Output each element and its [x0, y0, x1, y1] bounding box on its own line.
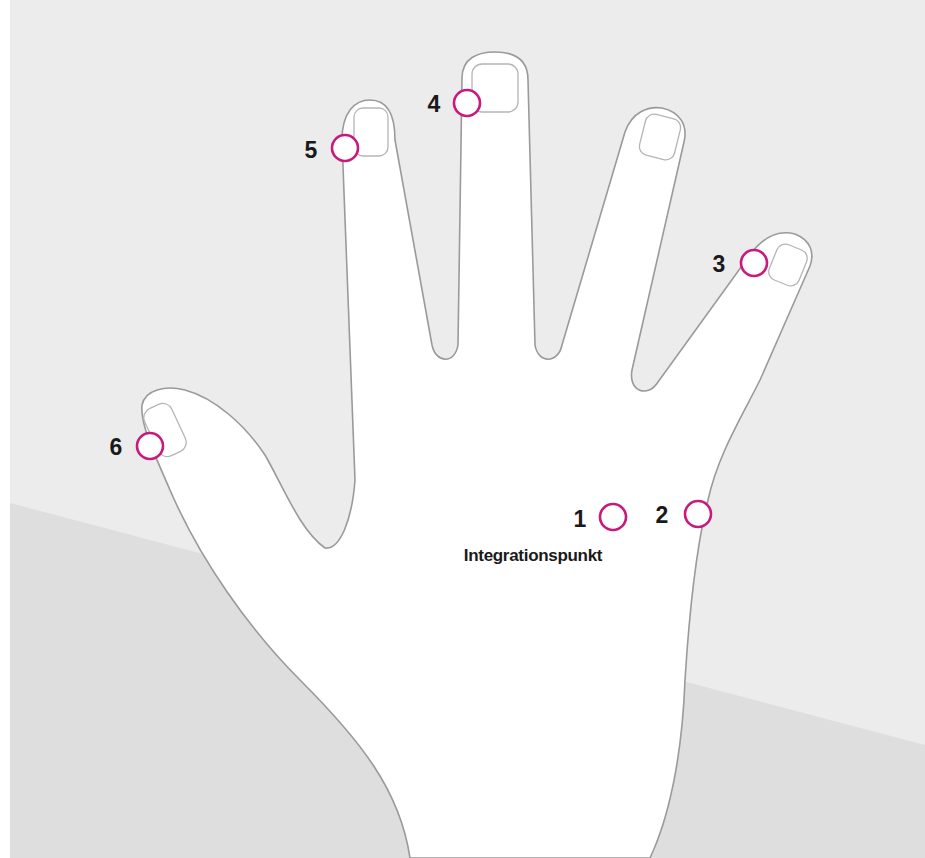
point-markers: [137, 90, 767, 530]
callout-number: 1: [574, 508, 587, 531]
point-marker: [600, 504, 626, 530]
point-marker: [332, 135, 358, 161]
point-marker: [454, 90, 480, 116]
point-marker: [741, 250, 767, 276]
little-nail: [766, 241, 810, 288]
hand-outline: [142, 52, 812, 858]
point-marker: [685, 501, 711, 527]
point-marker: [137, 433, 163, 459]
callout-number: 3: [713, 253, 726, 276]
background: [10, 0, 925, 858]
fingernails: [140, 64, 810, 460]
ring-nail: [637, 112, 682, 161]
callout-number: 5: [305, 139, 318, 162]
callout-number: 6: [110, 436, 123, 459]
callout-number: 4: [428, 93, 441, 116]
callout-number: 2: [656, 504, 669, 527]
point-caption: Integrationspunkt: [464, 547, 602, 564]
